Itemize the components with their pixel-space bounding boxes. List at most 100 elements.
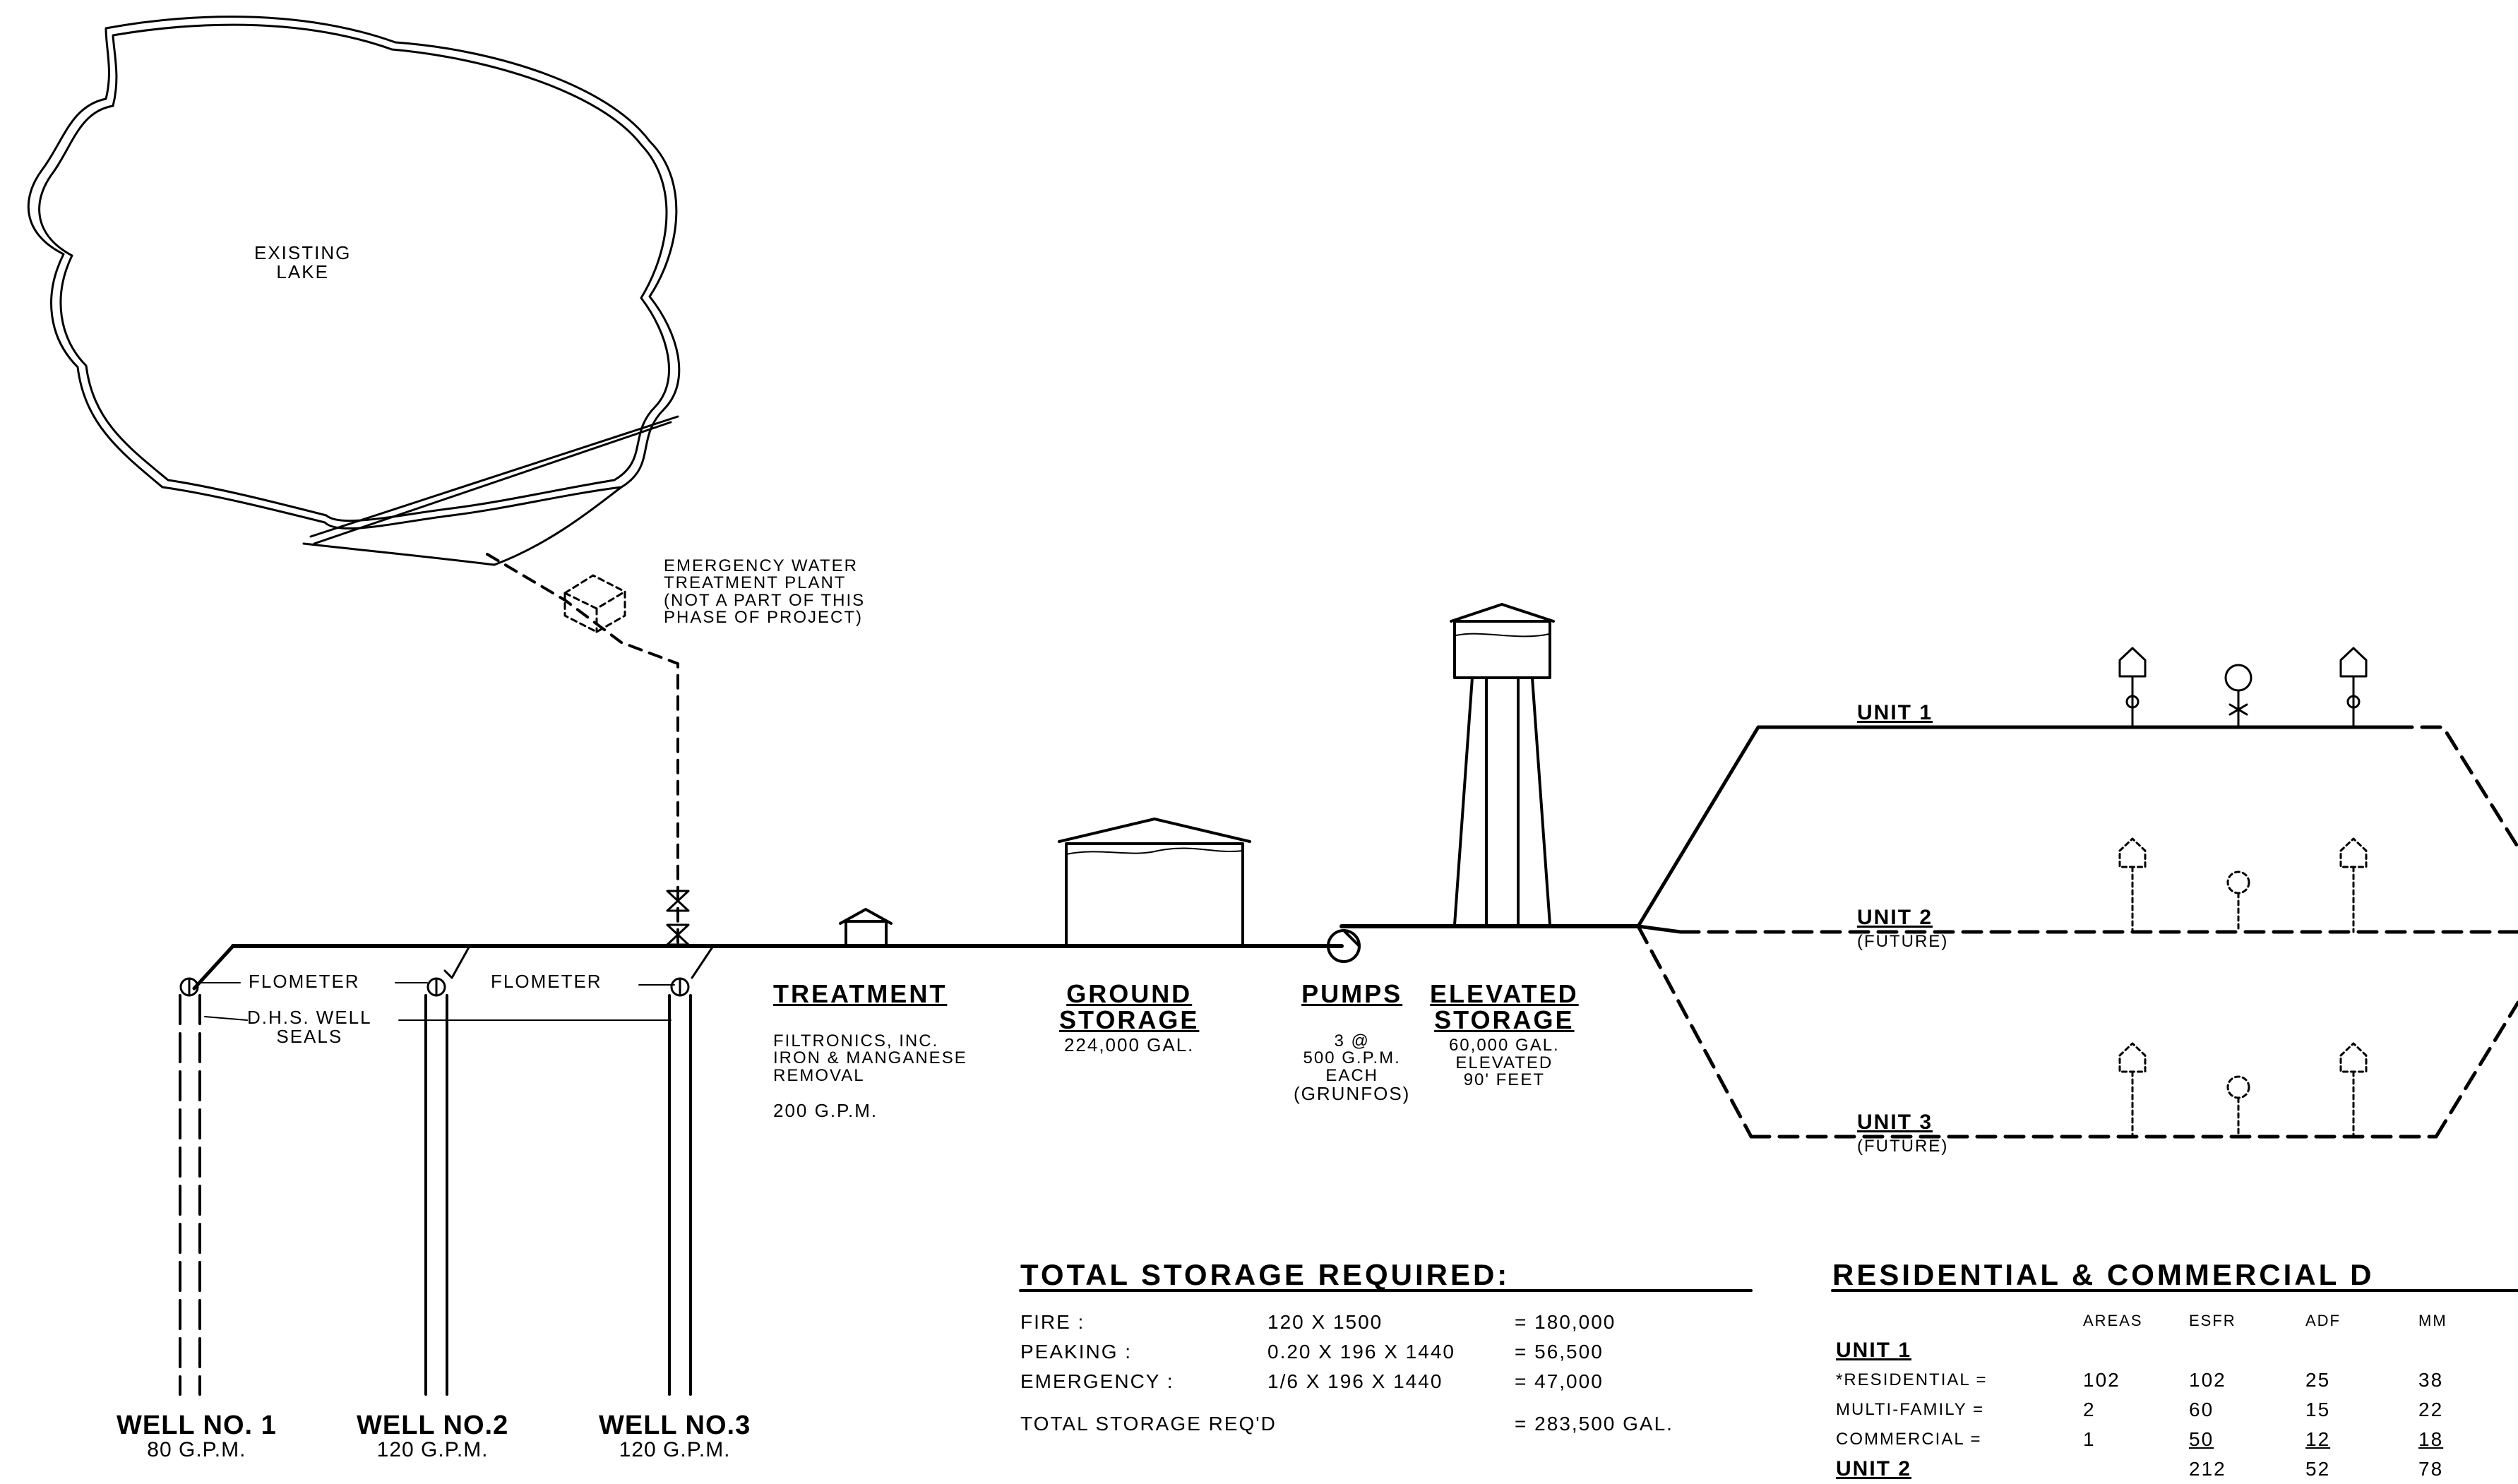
elevated-storage-line: ELEVATED <box>1455 1053 1553 1072</box>
emergency-plant-line: EMERGENCY WATER <box>664 556 858 575</box>
emergency-plant-pipe <box>486 553 679 947</box>
storage-value: = 47,000 <box>1515 1370 1604 1392</box>
res-table-grid: AREAS ESFR ADF MM UNIT 1 *RESIDENTIAL = … <box>1836 1306 2475 1484</box>
ground-storage-label: GROUND STORAGE 224,000 GAL. <box>1059 981 1199 1055</box>
pump-icon <box>1327 929 1361 963</box>
emergency-plant-label: EMERGENCY WATER TREATMENT PLANT (NOT A P… <box>664 556 866 628</box>
res-cell: 25 <box>2305 1368 2331 1391</box>
treatment-label: TREATMENT FILTRONICS, INC. IRON & MANGAN… <box>773 981 967 1120</box>
res-row-label: *RESIDENTIAL = <box>1836 1370 1988 1389</box>
unit1-services <box>2118 647 2368 729</box>
well-2: WELL NO.2 120 G.P.M. <box>357 1412 508 1461</box>
ground-storage-title: STORAGE <box>1059 1005 1200 1034</box>
elevated-storage-line: 60,000 GAL. <box>1448 1036 1560 1055</box>
emergency-plant-line: (NOT A PART OF THIS <box>664 590 866 610</box>
res-total: 212 <box>2189 1457 2226 1480</box>
flometer-leaders <box>201 982 675 1021</box>
unit-name: UNIT 2 <box>1857 906 1933 929</box>
main-pipeline <box>231 924 1640 948</box>
existing-lake <box>27 16 681 566</box>
well-3: WELL NO.3 120 G.P.M. <box>599 1412 751 1461</box>
lake-label-line: LAKE <box>276 261 329 282</box>
well-1: WELL NO. 1 80 G.P.M. <box>117 1412 277 1461</box>
storage-value: = 180,000 <box>1515 1310 1616 1333</box>
table-header-row: AREAS ESFR ADF MM <box>1836 1306 2475 1336</box>
unit-name: UNIT 1 <box>1857 701 1933 724</box>
unit2-services <box>2118 837 2368 933</box>
res-next-unit: UNIT 2 <box>1836 1456 1912 1480</box>
storage-table: FIRE : 120 x 1500 = 180,000 PEAKING : 0.… <box>1020 1308 1673 1439</box>
treatment-line: IRON & MANGANESE <box>773 1048 967 1068</box>
res-cell: 38 <box>2418 1368 2444 1391</box>
well-gpm: 120 G.P.M. <box>376 1437 489 1461</box>
elevated-storage-title: ELEVATED <box>1430 979 1579 1008</box>
table-row: EMERGENCY : 1/6 x 196 x 1440 = 47,000 <box>1020 1367 1673 1396</box>
storage-label: PEAKING : <box>1020 1340 1133 1363</box>
res-cell: 15 <box>2305 1398 2331 1420</box>
storage-value: = 56,500 <box>1515 1340 1604 1363</box>
well-name: WELL NO.2 <box>357 1411 509 1440</box>
col-header: ADF <box>2305 1311 2341 1329</box>
table-row: COMMERCIAL = 1 50 12 18 <box>1836 1425 2475 1454</box>
table-row: PEAKING : 0.20 x 196 x 1440 = 56,500 <box>1020 1337 1673 1367</box>
storage-label: EMERGENCY : <box>1020 1370 1174 1392</box>
unit-1-label: UNIT 1 <box>1857 702 1933 724</box>
unit-2-label: UNIT 2 (FUTURE) <box>1857 906 1949 951</box>
elevated-storage-tower <box>1450 603 1555 926</box>
storage-table-title: TOTAL STORAGE REQUIRED: <box>1020 1258 1510 1291</box>
treatment-title: TREATMENT <box>773 979 948 1008</box>
unit-distribution <box>1636 725 2518 1139</box>
lake-label-line: EXISTING <box>254 242 352 263</box>
res-cell: 60 <box>2189 1398 2214 1420</box>
res-cell: 50 <box>2189 1428 2214 1450</box>
elevated-storage-line: 90' FEET <box>1463 1070 1545 1090</box>
res-unit-label: UNIT 1 <box>1836 1338 1912 1362</box>
emergency-plant-line: PHASE OF PROJECT) <box>664 608 864 628</box>
storage-calc: 1/6 x 196 x 1440 <box>1267 1370 1443 1392</box>
res-cell: 102 <box>2189 1368 2226 1391</box>
storage-table-grid: FIRE : 120 x 1500 = 180,000 PEAKING : 0.… <box>1020 1308 1673 1439</box>
res-table-title: RESIDENTIAL & COMMERCIAL D <box>1832 1258 2375 1291</box>
storage-label: FIRE : <box>1020 1310 1085 1333</box>
unit-name: UNIT 3 <box>1857 1111 1933 1134</box>
table-row: UNIT 1 <box>1836 1336 2475 1365</box>
unit-note: (FUTURE) <box>1857 931 1949 951</box>
pumps-label: PUMPS 3 @ 500 G.P.M. EACH (GRUNFOS) <box>1294 981 1410 1103</box>
res-cell: 1 <box>2083 1428 2096 1450</box>
table-row: *RESIDENTIAL = 102 102 25 38 <box>1836 1365 2475 1395</box>
storage-total-value: = 283,500 GAL. <box>1515 1412 1673 1435</box>
emergency-plant-line: TREATMENT PLANT <box>664 573 847 593</box>
well-casings <box>179 994 692 1396</box>
res-cell: 18 <box>2418 1428 2444 1450</box>
col-header: MM <box>2418 1311 2447 1329</box>
table-total-row: UNIT 2 212 52 78 <box>1836 1454 2475 1484</box>
well-name: WELL NO. 1 <box>117 1411 277 1440</box>
ground-storage-title: GROUND <box>1066 979 1193 1008</box>
unit-note: (FUTURE) <box>1857 1136 1949 1156</box>
res-cell: 22 <box>2418 1398 2444 1420</box>
storage-calc: 0.20 x 196 x 1440 <box>1267 1340 1455 1363</box>
flometer-label-2: FLOMETER <box>491 971 602 992</box>
treatment-line: REMOVAL <box>773 1065 865 1085</box>
dhs-seals-line: D.H.S. WELL <box>247 1007 372 1028</box>
res-total: 78 <box>2418 1457 2444 1480</box>
table-row: MULTI-FAMILY = 2 60 15 22 <box>1836 1395 2475 1425</box>
treatment-building <box>839 908 893 947</box>
well-gpm: 80 G.P.M. <box>147 1437 246 1461</box>
pumps-line: (GRUNFOS) <box>1294 1083 1411 1105</box>
pumps-line: 500 G.P.M. <box>1303 1048 1401 1068</box>
ground-storage-tank <box>1058 818 1251 947</box>
elevated-storage-title: STORAGE <box>1434 1005 1575 1034</box>
flometer-label-1: FLOMETER <box>249 971 360 992</box>
storage-total-label: TOTAL STORAGE REQ'D <box>1020 1412 1277 1435</box>
res-table: AREAS ESFR ADF MM UNIT 1 *RESIDENTIAL = … <box>1836 1306 2475 1484</box>
res-cell: 12 <box>2305 1428 2331 1450</box>
elevated-storage-label: ELEVATED STORAGE 60,000 GAL. ELEVATED 90… <box>1430 981 1579 1089</box>
table-row: FIRE : 120 x 1500 = 180,000 <box>1020 1308 1673 1337</box>
pumps-title: PUMPS <box>1301 979 1403 1008</box>
pumps-line: EACH <box>1325 1065 1378 1085</box>
dhs-seals-line: SEALS <box>276 1025 343 1047</box>
well-name: WELL NO.3 <box>599 1411 751 1440</box>
res-cell: 2 <box>2083 1398 2096 1420</box>
